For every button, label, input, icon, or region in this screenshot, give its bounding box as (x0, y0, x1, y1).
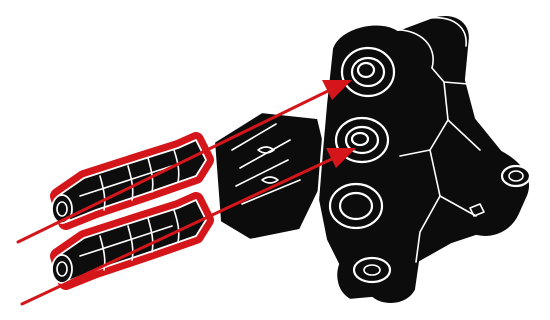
triangular-connector-beam (214, 15, 530, 304)
